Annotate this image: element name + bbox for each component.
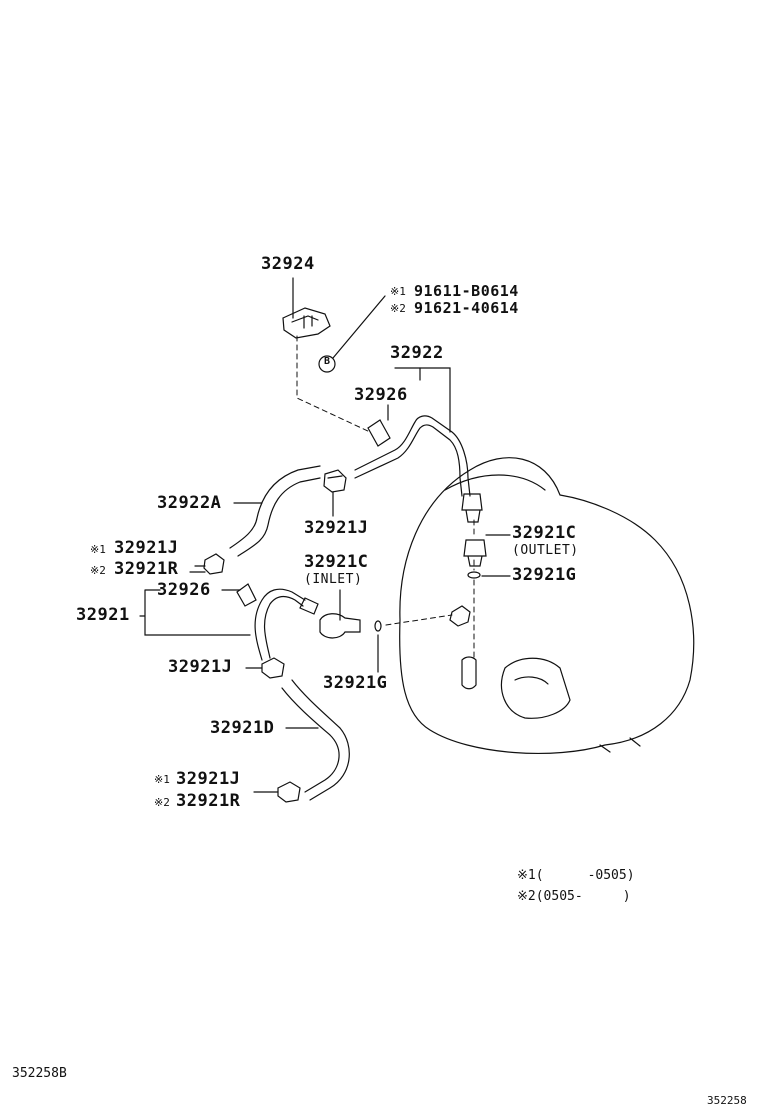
footer-right-code: 352258 [707, 1094, 747, 1107]
transmission-outline [399, 457, 695, 755]
label-32921R-bottom: 32921R [176, 791, 241, 811]
gasket-32921G-right [467, 571, 481, 579]
fitting-outlet [463, 539, 487, 567]
label-91611-B0614: 91611-B0614 [414, 282, 519, 300]
note2-mark-left: ※2 [90, 564, 106, 577]
label-32922: 32922 [390, 343, 444, 363]
label-32921D: 32921D [210, 718, 275, 738]
note1-mark-bottom: ※1 [154, 773, 170, 786]
hose-32922A [237, 477, 321, 557]
clamp-32921R-left [203, 553, 225, 575]
bolt-b-circle [318, 355, 336, 373]
housing-boss [500, 657, 571, 719]
sleeve-32926-top [367, 419, 391, 447]
label-32921G-lower: 32921G [323, 673, 388, 693]
gasket-32921G-lower [374, 620, 382, 632]
clamp-32921J-mid [323, 469, 347, 493]
label-32921: 32921 [76, 605, 130, 625]
label-32921J-left: 32921J [114, 538, 179, 558]
clamp-32924-shape [282, 307, 331, 339]
sleeve-32926-mid [236, 583, 257, 607]
label-32921R-left: 32921R [114, 559, 179, 579]
footnote-1-open: ( [535, 868, 544, 883]
hose-32921D [281, 687, 340, 793]
label-32921J-lower: 32921J [168, 657, 233, 677]
label-32921C-inlet: 32921C [304, 552, 369, 572]
housing-port-lower [461, 656, 477, 690]
note1-mark-left: ※1 [90, 543, 106, 556]
footnote-1-value: -0505) [587, 868, 635, 883]
footnote-2: ※2(0505-) [517, 889, 631, 904]
bolt-marker-b: B [323, 356, 331, 367]
note1-mark: ※1 [390, 285, 406, 298]
footnote-2-close: ) [622, 889, 631, 904]
footnote-1: ※1( -0505) [517, 868, 635, 883]
clamp-32921R-bottom [277, 781, 301, 803]
hose-32921 [254, 588, 306, 661]
clamp-32921J-lower [261, 657, 285, 679]
footnote-2-mark: ※2 [517, 889, 536, 904]
label-32921J-bottom: 32921J [176, 769, 241, 789]
label-32921J-mid: 32921J [304, 518, 369, 538]
label-32926-top: 32926 [354, 385, 408, 405]
footer-left-code: 352258B [12, 1066, 67, 1081]
note2-mark: ※2 [390, 302, 406, 315]
label-32921C-outlet: 32921C [512, 523, 577, 543]
label-outlet: (OUTLET) [512, 543, 579, 558]
label-91621-40614: 91621-40614 [414, 299, 519, 317]
label-inlet: (INLET) [304, 572, 363, 587]
housing-port-upper [449, 605, 471, 627]
label-32921G-right: 32921G [512, 565, 577, 585]
note2-mark-bottom: ※2 [154, 796, 170, 809]
fitting-inlet [319, 613, 361, 639]
label-32922A: 32922A [157, 493, 222, 513]
footnote-1-mark: ※1 [517, 868, 536, 883]
footnote-2-value: (0505- [535, 889, 583, 904]
pipe-32922 [354, 415, 471, 497]
label-32926-mid: 32926 [157, 580, 211, 600]
label-32924: 32924 [261, 254, 315, 274]
